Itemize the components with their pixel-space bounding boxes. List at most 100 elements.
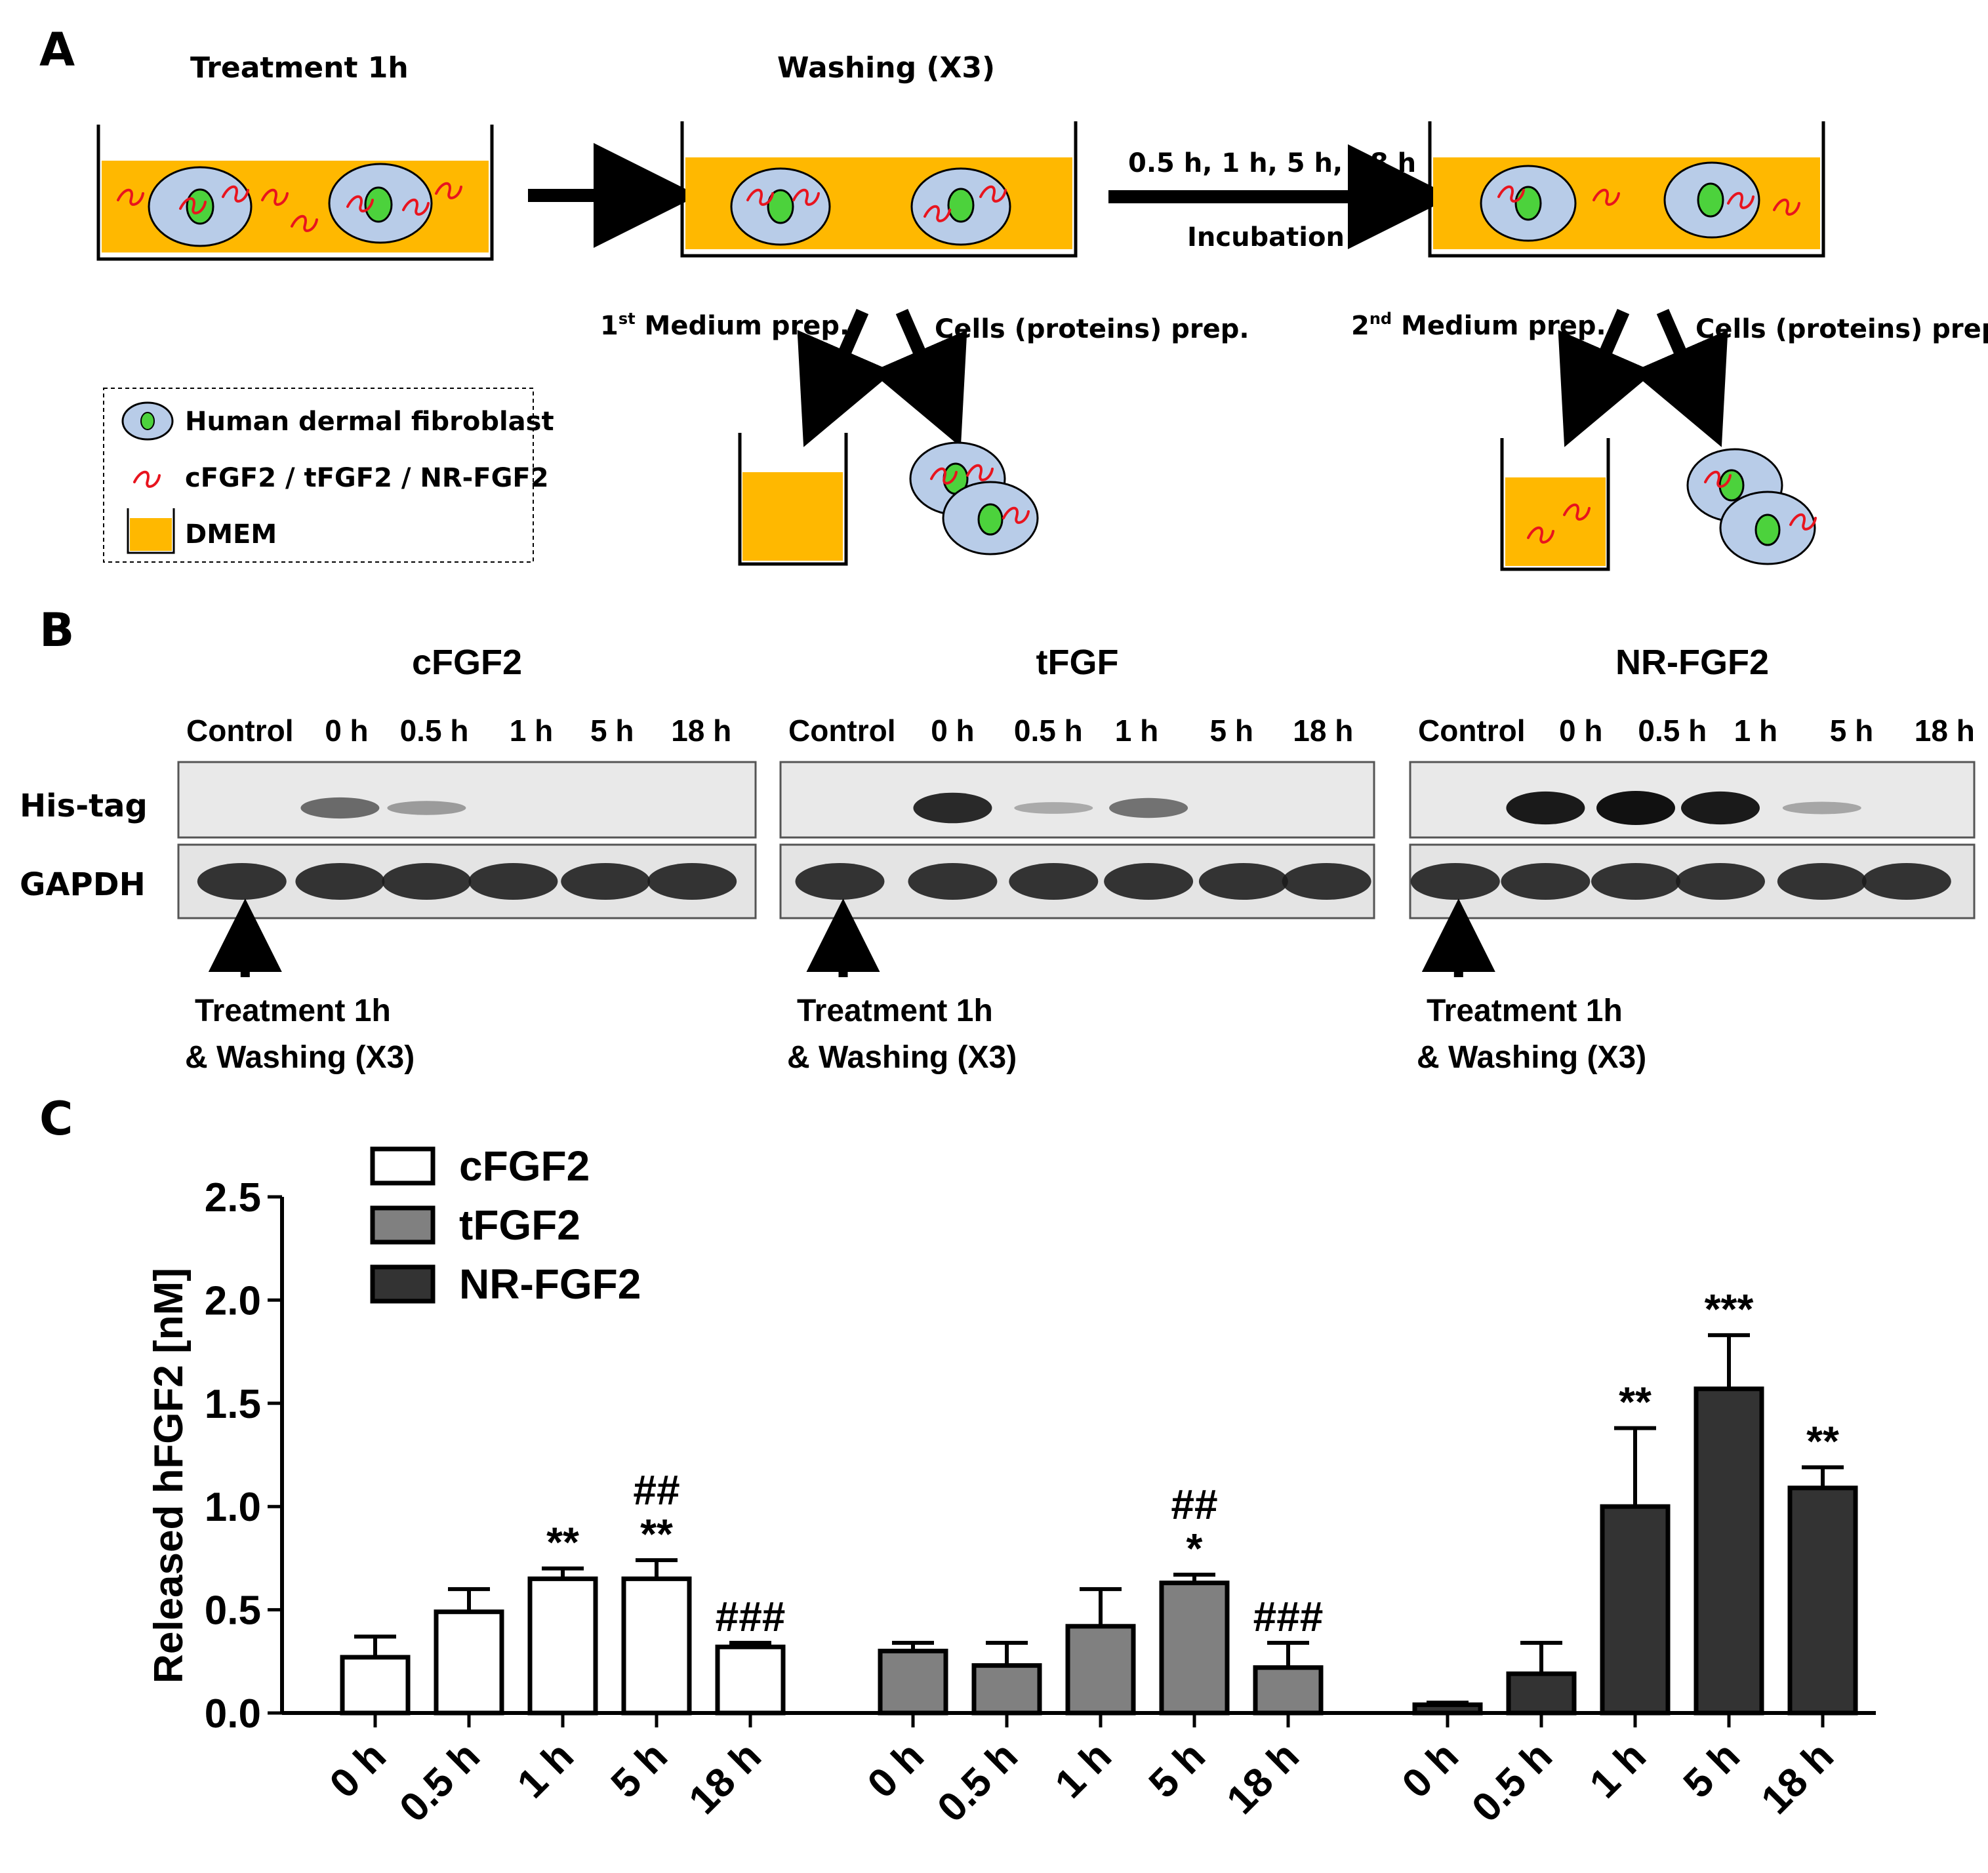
gapdh-band <box>561 863 651 900</box>
row-label-gapdh: GAPDH <box>20 866 146 903</box>
legend-label: NR-FGF2 <box>459 1260 641 1308</box>
blot-membrane-his <box>779 761 1375 839</box>
lane-label: 0.5 h <box>1638 714 1707 748</box>
legend-label: cFGF2 <box>459 1142 590 1190</box>
bar <box>715 1644 786 1716</box>
collected-cells-1 <box>909 441 1039 555</box>
gapdh-band <box>197 863 287 900</box>
bar <box>1253 1665 1324 1716</box>
x-tick-label: 0 h <box>859 1733 933 1807</box>
y-axis-label: Released hFGF2 [nM] <box>146 1268 192 1683</box>
bar <box>971 1663 1042 1716</box>
cells-prep-2: Cells (proteins) prep. <box>1695 314 1988 344</box>
blot-title: cFGF2 <box>412 643 522 682</box>
significance-label: ** <box>640 1510 673 1558</box>
gapdh-band <box>647 863 737 900</box>
lane-label: 5 h <box>590 714 634 748</box>
x-tick-label: 0.5 h <box>1463 1733 1561 1831</box>
cell-icon <box>1480 165 1577 242</box>
bar <box>1506 1671 1577 1716</box>
gapdh-band <box>382 863 472 900</box>
row-label-his-tag: His-tag <box>20 788 148 824</box>
significance-label: ### <box>1253 1593 1324 1640</box>
significance-label: ** <box>1619 1379 1652 1426</box>
lane-label: Control <box>788 714 896 748</box>
lane-label: 18 h <box>671 714 731 748</box>
arrow-note-line2: & Washing (X3) <box>1417 1040 1646 1075</box>
legend-swatch <box>370 1146 436 1186</box>
schematic-legend: Human dermal fibroblast cFGF2 / tFGF2 / … <box>103 388 554 563</box>
gapdh-band <box>1676 863 1765 900</box>
arrow-icon <box>870 309 967 447</box>
bar <box>1065 1624 1136 1716</box>
significance-label: * <box>1187 1525 1203 1572</box>
gapdh-band <box>1198 863 1288 900</box>
medium-tube-2 <box>1500 438 1610 571</box>
medium-icon <box>127 508 175 554</box>
x-tick-label: 1 h <box>509 1733 582 1807</box>
panel-label-c: C <box>39 1092 73 1146</box>
y-tick-label: 1.0 <box>205 1485 261 1530</box>
legend-swatch <box>370 1264 436 1304</box>
x-tick-label: 1 h <box>1047 1733 1120 1807</box>
legend-swatch <box>370 1205 436 1245</box>
x-tick-label: 0 h <box>1394 1733 1467 1807</box>
x-tick-label: 0.5 h <box>929 1733 1026 1831</box>
medium-prep-2: 2nd Medium prep. <box>1351 310 1606 341</box>
gapdh-band <box>1104 863 1194 900</box>
bar <box>434 1609 504 1716</box>
lane-label: Control <box>186 714 294 748</box>
gapdh-band <box>795 863 885 900</box>
lane-label: 18 h <box>1293 714 1353 748</box>
well-washing <box>680 121 1078 258</box>
x-tick-label: 5 h <box>1675 1733 1749 1807</box>
medium-tube-1 <box>738 433 848 566</box>
blot-title: NR-FGF2 <box>1615 643 1769 682</box>
cell-icon <box>328 163 433 244</box>
cells-prep-1: Cells (proteins) prep. <box>935 314 1249 344</box>
lane-label: 5 h <box>1830 714 1873 748</box>
gapdh-band <box>1501 863 1591 900</box>
bar <box>527 1576 598 1716</box>
x-tick-label: 0 h <box>321 1733 395 1807</box>
x-tick-label: 5 h <box>603 1733 676 1807</box>
his-tag-band <box>300 797 380 819</box>
legend-medium: DMEM <box>185 519 277 550</box>
protein-icons <box>746 185 1007 222</box>
arrow-note-line1: Treatment 1h <box>1427 994 1623 1028</box>
arrow-note-line1: Treatment 1h <box>195 994 391 1028</box>
bar <box>878 1649 948 1716</box>
significance-label: ** <box>1806 1417 1839 1464</box>
lane-label: 0.5 h <box>1014 714 1083 748</box>
legend-label: tFGF2 <box>459 1201 580 1249</box>
x-tick-label: 0.5 h <box>391 1733 489 1831</box>
protein-icon <box>133 470 161 488</box>
y-tick-label: 0.5 <box>205 1588 261 1634</box>
lane-label: 5 h <box>1210 714 1253 748</box>
his-tag-band <box>1596 791 1675 825</box>
cell-icon <box>910 167 1011 246</box>
significance-label: ** <box>546 1519 579 1566</box>
y-tick-label: 2.0 <box>205 1278 261 1323</box>
his-tag-band <box>1681 791 1760 825</box>
y-tick-label: 0.0 <box>205 1691 261 1737</box>
gapdh-band <box>908 863 998 900</box>
panel-label-a: A <box>39 23 75 77</box>
blot-membrane-his <box>177 761 757 839</box>
step1-title: Treatment 1h <box>190 51 409 85</box>
well-incubation <box>1428 121 1825 258</box>
gapdh-band <box>295 863 385 900</box>
bar <box>1694 1386 1764 1716</box>
bar <box>1412 1702 1483 1716</box>
significance-label: *** <box>1705 1285 1754 1333</box>
bar <box>1787 1485 1858 1716</box>
panel-a: A Treatment 1h Washing (X3) <box>39 23 1988 571</box>
lane-label: 0 h <box>931 714 974 748</box>
lane-label: Control <box>1418 714 1526 748</box>
significance-label-upper: ## <box>633 1466 680 1514</box>
arrow-note-line2: & Washing (X3) <box>787 1040 1017 1075</box>
